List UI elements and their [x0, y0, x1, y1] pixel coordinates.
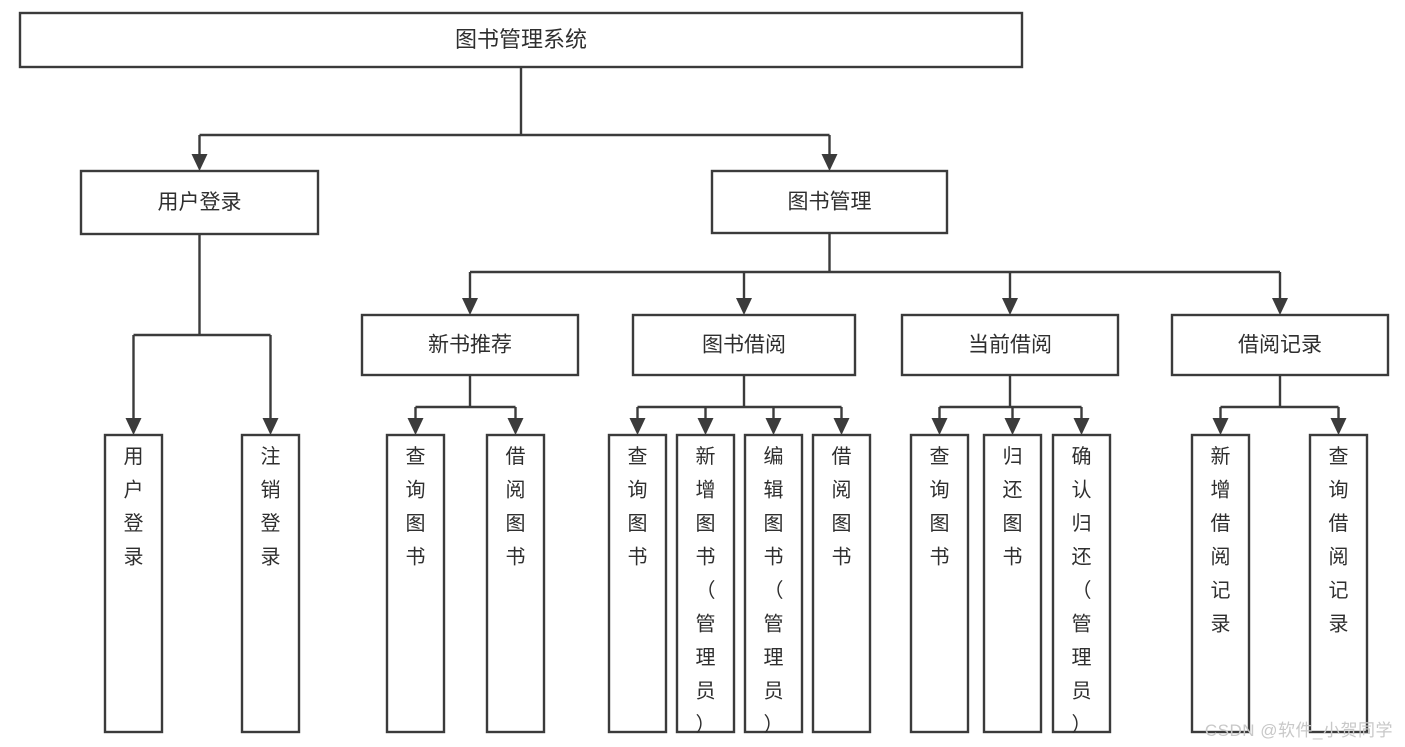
node-label: 借阅记录: [1238, 334, 1322, 357]
leaf-label: 查询借阅记录: [1329, 445, 1349, 636]
node-current-borrow[interactable]: 当前借阅: [900, 313, 1120, 377]
node-label: 图书管理系统: [455, 27, 587, 52]
node-leaf-edit-book[interactable]: 编辑图书（管理员）: [743, 433, 804, 736]
node-borrow-record[interactable]: 借阅记录: [1170, 313, 1390, 377]
node-label: 图书借阅: [702, 334, 786, 357]
node-leaf-return-book[interactable]: 归还图书: [982, 433, 1043, 734]
node-leaf-logout[interactable]: 注销登录: [240, 433, 301, 734]
csdn-watermark: CSDN @软件_小贺同学: [1204, 721, 1393, 740]
node-leaf-query-book-2[interactable]: 查询图书: [607, 433, 668, 734]
node-leaf-user-login[interactable]: 用户登录: [103, 433, 164, 734]
node-label: 当前借阅: [968, 334, 1052, 357]
node-leaf-borrow-book-1[interactable]: 借阅图书: [485, 433, 546, 734]
leaf-label: 确认归还（管理员）: [1072, 445, 1092, 736]
node-boxes: 图书管理系统用户登录图书管理新书推荐图书借阅当前借阅借阅记录用户登录注销登录查询…: [18, 11, 1390, 736]
node-leaf-borrow-book-2[interactable]: 借阅图书: [811, 433, 872, 734]
node-book-manage[interactable]: 图书管理: [710, 169, 949, 235]
node-leaf-query-book-1[interactable]: 查询图书: [385, 433, 446, 734]
root-node-system[interactable]: 图书管理系统: [18, 11, 1024, 69]
leaf-label: 用户登录: [124, 446, 144, 569]
node-leaf-add-record[interactable]: 新增借阅记录: [1190, 433, 1251, 734]
node-leaf-add-book[interactable]: 新增图书（管理员）: [675, 433, 736, 736]
leaf-label: 编辑图书（管理员）: [764, 445, 784, 736]
leaf-label: 查询图书: [930, 445, 950, 569]
node-leaf-confirm-return[interactable]: 确认归还（管理员）: [1051, 433, 1112, 736]
leaf-label: 新增图书（管理员）: [696, 445, 716, 736]
connector-lines: [125, 67, 1347, 435]
node-leaf-query-record[interactable]: 查询借阅记录: [1308, 433, 1369, 734]
leaf-label: 查询图书: [406, 445, 426, 569]
node-new-book-rec[interactable]: 新书推荐: [360, 313, 580, 377]
leaf-label: 查询图书: [628, 445, 648, 569]
leaf-label: 借阅图书: [832, 445, 852, 569]
leaf-label: 新增借阅记录: [1211, 445, 1231, 636]
node-label: 新书推荐: [428, 334, 512, 357]
node-label: 用户登录: [158, 191, 242, 214]
leaf-label: 归还图书: [1003, 445, 1023, 569]
node-book-borrow[interactable]: 图书借阅: [631, 313, 857, 377]
leaf-label: 注销登录: [261, 445, 281, 569]
node-leaf-query-book-3[interactable]: 查询图书: [909, 433, 970, 734]
leaf-label: 借阅图书: [506, 445, 526, 569]
node-label: 图书管理: [788, 191, 872, 214]
node-user-login[interactable]: 用户登录: [79, 169, 320, 236]
